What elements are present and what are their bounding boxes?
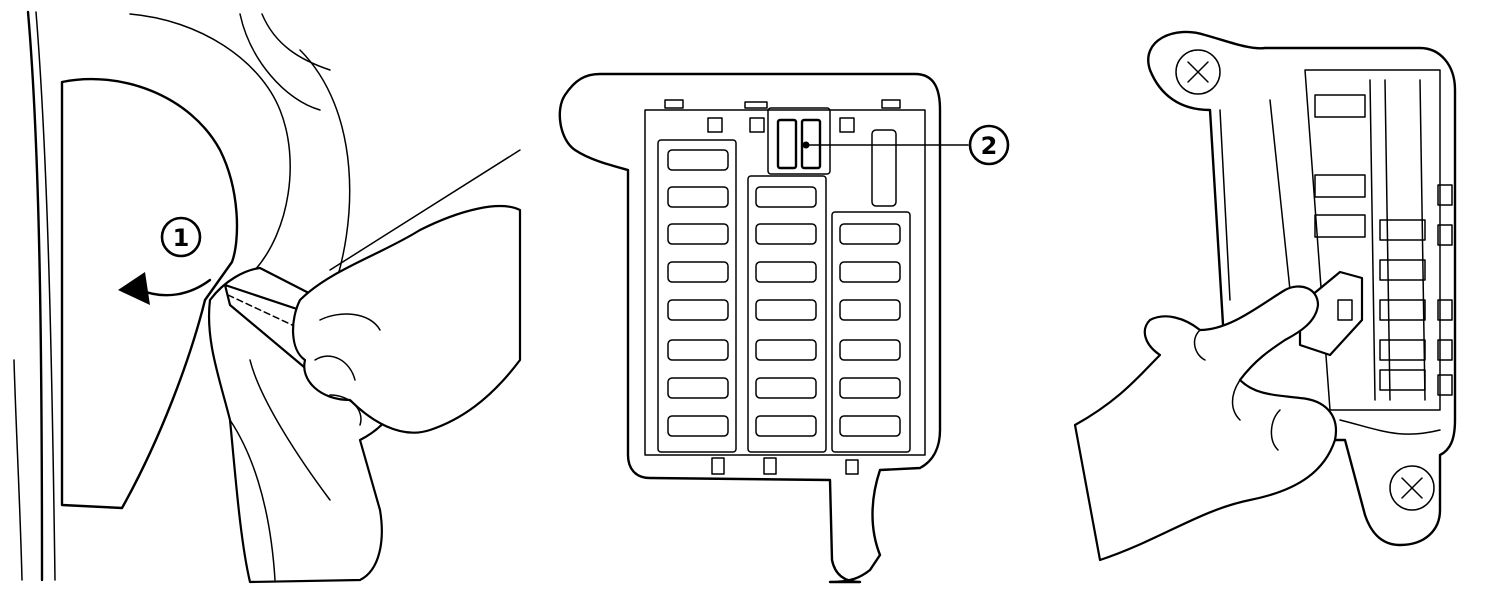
fuse — [1379, 369, 1426, 391]
fuse — [839, 223, 901, 245]
fuse — [1314, 94, 1366, 118]
fuse — [667, 186, 729, 208]
callout-2-label: 2 — [981, 132, 998, 160]
fuse — [755, 223, 817, 245]
panel-1-remove-cover: 1 — [13, 10, 522, 584]
fuse — [1379, 339, 1426, 361]
hand-right-panel — [1073, 285, 1338, 562]
arrow-head-icon — [118, 272, 150, 305]
fuse — [839, 299, 901, 321]
fuse-column-1 — [657, 139, 737, 453]
fuse — [1379, 259, 1426, 281]
fuse — [667, 339, 729, 361]
panel-2-fuse-block: 2 — [558, 72, 1010, 584]
fuse-column-3 — [831, 211, 911, 453]
fuse — [667, 223, 729, 245]
callout-1-circle — [160, 216, 202, 258]
callout-1-label: 1 — [173, 224, 190, 252]
fuse — [667, 149, 729, 171]
fuse — [755, 415, 817, 437]
rotate-arrow — [138, 278, 212, 297]
callout-2-circle — [968, 124, 1010, 166]
dash-edge-left — [26, 10, 44, 582]
fuse-block-housing — [558, 72, 942, 584]
screw-bottom-icon — [1389, 465, 1435, 511]
fuse — [667, 415, 729, 437]
fuse — [839, 415, 901, 437]
fuse-puller-jaw-right — [800, 118, 822, 170]
fuse — [755, 377, 817, 399]
hand-left-panel — [291, 204, 522, 434]
fuse-column-2 — [747, 175, 827, 453]
fuse — [755, 186, 817, 208]
fuse — [667, 261, 729, 283]
fuse-puller-slot — [767, 107, 831, 175]
side-cover — [60, 77, 239, 510]
fuse — [839, 377, 901, 399]
fuse — [1379, 299, 1426, 321]
fuse — [1379, 219, 1426, 241]
fuse — [839, 339, 901, 361]
fuse — [755, 299, 817, 321]
fuse-puller-tool — [1298, 270, 1364, 357]
panel-3-pull-fuse — [1073, 30, 1457, 562]
fuse — [755, 339, 817, 361]
fuses-col-3 — [839, 223, 901, 437]
fuse — [667, 299, 729, 321]
fuse — [755, 261, 817, 283]
fuses-col-1 — [667, 149, 729, 437]
fuses-col-2 — [755, 186, 817, 437]
fuse — [1314, 214, 1366, 238]
fuse — [839, 261, 901, 283]
fuse-rows-side — [1314, 94, 1453, 396]
fuse-puller-jaw-left — [776, 118, 798, 170]
fuse — [667, 377, 729, 399]
fuse — [1314, 174, 1366, 198]
screw-top-icon — [1175, 49, 1221, 95]
